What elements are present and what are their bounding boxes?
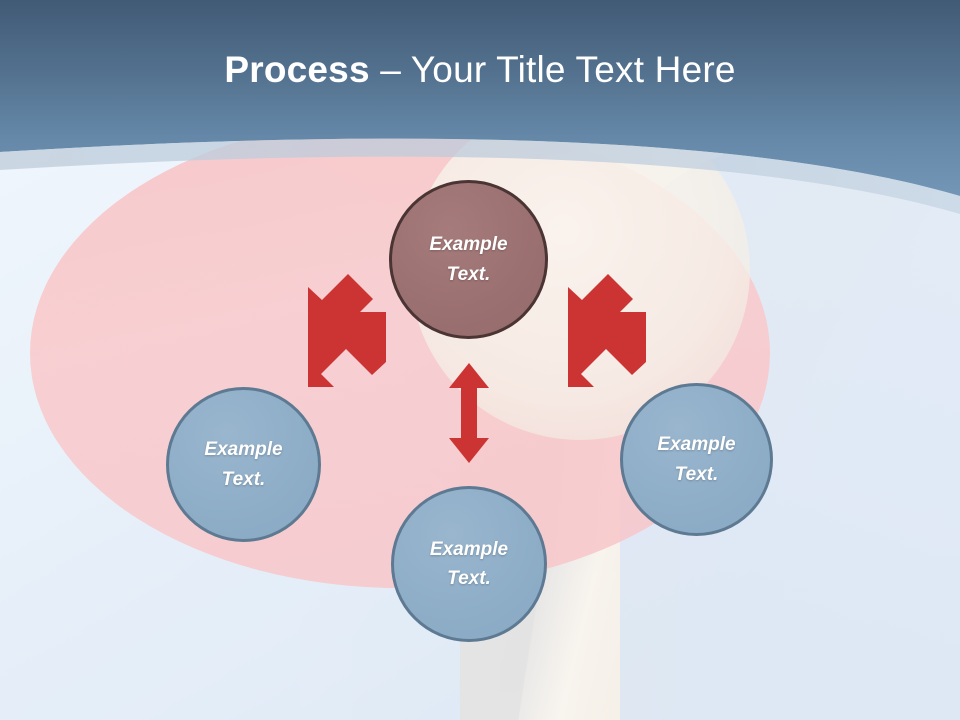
- node-right-line1: Example: [657, 434, 736, 456]
- top-left-connector: [308, 274, 386, 387]
- page-title: Process – Your Title Text Here: [0, 48, 960, 92]
- top-bottom-connector: [449, 363, 489, 463]
- top-right-connector: [568, 274, 646, 387]
- node-right[interactable]: Example Text.: [620, 383, 773, 536]
- node-top-line1: Example: [429, 234, 508, 256]
- node-bottom-line1: Example: [429, 538, 509, 560]
- node-left-line1: Example: [204, 439, 283, 461]
- page-title-bold: Process: [224, 49, 370, 90]
- page-title-light: – Your Title Text Here: [369, 49, 736, 90]
- node-bottom-line2: Text.: [447, 568, 491, 589]
- node-right-line2: Text.: [674, 463, 719, 485]
- node-top[interactable]: Example Text.: [389, 180, 548, 339]
- node-bottom[interactable]: Example Text.: [391, 486, 547, 642]
- node-left[interactable]: Example Text.: [166, 387, 321, 542]
- node-top-line2: Text.: [446, 263, 491, 285]
- node-left-line2: Text.: [221, 468, 266, 490]
